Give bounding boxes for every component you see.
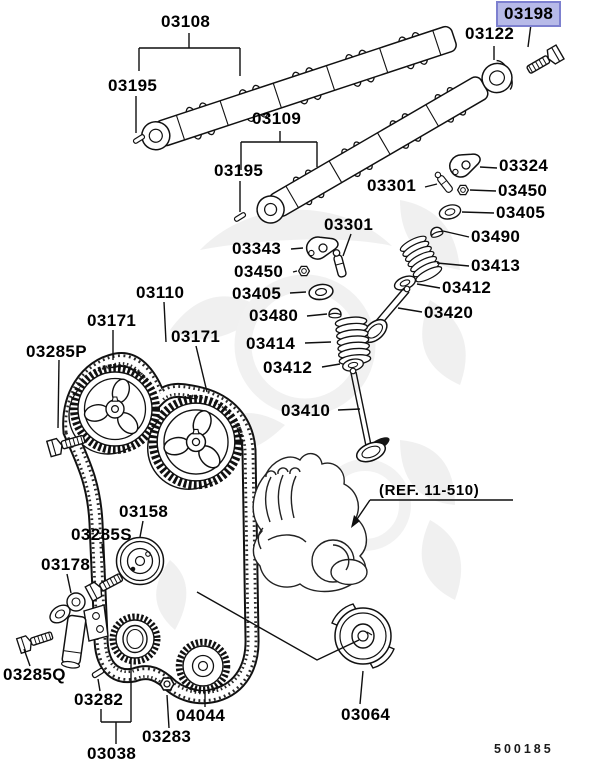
crank-sprocket-drawing	[109, 613, 161, 665]
part-label-03412-b[interactable]: 03412	[442, 278, 492, 297]
part-label-03282[interactable]: 03282	[74, 690, 124, 709]
bolt-03285Q-drawing	[15, 627, 55, 654]
part-label-03450-a[interactable]: 03450	[498, 181, 548, 200]
dowel-pin-2-drawing	[233, 212, 247, 222]
part-label-03178[interactable]: 03178	[41, 555, 91, 574]
camshaft-2-drawing	[256, 76, 489, 224]
dowel-pin-1-drawing	[132, 134, 146, 144]
part-label-03412-a[interactable]: 03412	[263, 358, 313, 377]
reference-note: (REF. 11-510)	[379, 482, 480, 499]
part-label-03490[interactable]: 03490	[471, 227, 521, 246]
part-label-03413[interactable]: 03413	[471, 256, 521, 275]
timing-belt-drawing	[62, 352, 260, 705]
part-label-03450-b[interactable]: 03450	[234, 262, 284, 281]
valve-right-drawing	[362, 285, 411, 344]
part-label-03110[interactable]: 03110	[136, 283, 185, 302]
camshaft-1-drawing	[141, 25, 457, 151]
engine-block-sketch	[252, 453, 368, 593]
part-label-03420[interactable]: 03420	[424, 303, 474, 322]
part-label-03283[interactable]: 03283	[142, 727, 192, 746]
part-label-03122[interactable]: 03122	[465, 24, 515, 43]
lash-adjuster-right-drawing	[432, 170, 455, 195]
tappet-drawing	[481, 59, 513, 94]
part-label-03414[interactable]: 03414	[246, 334, 296, 353]
part-label-03285S[interactable]: 03285S	[71, 525, 133, 544]
part-label-03195-b[interactable]: 03195	[214, 161, 264, 180]
camshaft-bolt-drawing	[523, 44, 565, 78]
part-label-03108[interactable]: 03108	[161, 12, 211, 31]
cam-sprocket-right-drawing	[148, 399, 239, 489]
balance-sprocket-drawing	[175, 638, 231, 694]
flange-nut-drawing	[159, 677, 175, 691]
part-label-03064[interactable]: 03064	[341, 705, 391, 724]
part-label-03343[interactable]: 03343	[232, 239, 282, 258]
ref-arrowhead	[351, 515, 360, 528]
part-label-03038[interactable]: 03038	[87, 744, 137, 763]
belt-tensioner-drawing	[49, 592, 109, 669]
part-label-03285Q[interactable]: 03285Q	[3, 665, 66, 684]
part-label-03198-selected[interactable]: 03198	[496, 1, 562, 27]
adjusting-nut-right-drawing	[456, 184, 470, 196]
part-label-03410[interactable]: 03410	[281, 401, 331, 420]
part-label-03324[interactable]: 03324	[499, 156, 549, 175]
part-label-03405-a[interactable]: 03405	[496, 203, 546, 222]
spring-retainer-right-drawing	[437, 202, 463, 222]
seal-plate-drawing	[331, 603, 395, 669]
diagram-doc-code: 500185	[494, 742, 554, 756]
woodruff-key-drawing	[91, 667, 105, 679]
part-label-04044[interactable]: 04044	[176, 706, 226, 725]
part-label-03195-a[interactable]: 03195	[108, 76, 158, 95]
part-label-03480[interactable]: 03480	[249, 306, 299, 325]
part-label-03285P[interactable]: 03285P	[26, 342, 88, 361]
valve-cap-left-drawing	[328, 307, 342, 319]
part-label-03405-b[interactable]: 03405	[232, 284, 282, 303]
adjusting-nut-left-drawing	[297, 265, 311, 277]
tensioner-pulley-drawing	[115, 536, 165, 586]
part-label-03158[interactable]: 03158	[119, 502, 169, 521]
rocker-arm-right-drawing	[446, 149, 485, 181]
part-label-03171-b[interactable]: 03171	[171, 327, 221, 346]
part-label-03301-b[interactable]: 03301	[324, 215, 374, 234]
part-label-03109[interactable]: 03109	[252, 109, 302, 128]
part-label-03301-a[interactable]: 03301	[367, 176, 417, 195]
part-label-03171-a[interactable]: 03171	[87, 311, 137, 330]
